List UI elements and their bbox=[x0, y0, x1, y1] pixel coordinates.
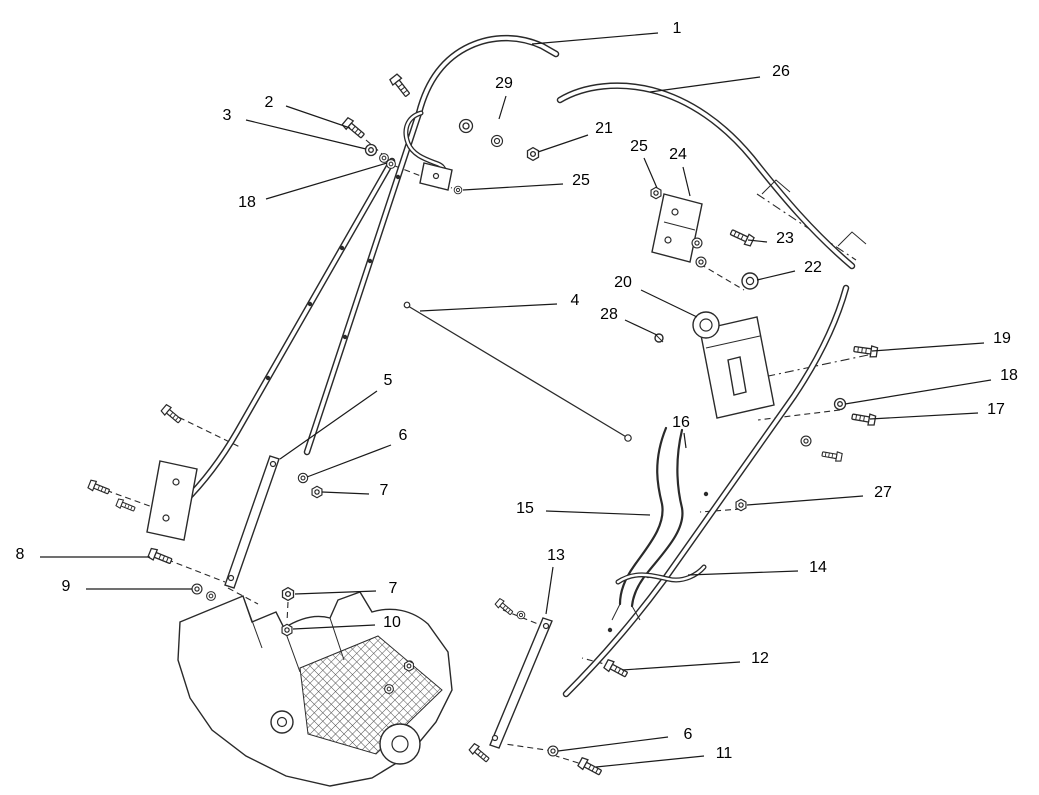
callout-9: 9 bbox=[62, 578, 71, 595]
callout-25b: 25 bbox=[572, 172, 590, 189]
nut-part-27 bbox=[735, 498, 747, 512]
break-marks bbox=[761, 179, 867, 247]
callout-7b: 7 bbox=[389, 580, 398, 597]
knob-part-22 bbox=[741, 272, 759, 290]
callout-labels: 1 26 29 2 3 21 25 24 18 25 23 22 20 4 28… bbox=[16, 20, 1018, 762]
callout-15: 15 bbox=[516, 500, 534, 517]
nut-part-d2 bbox=[404, 660, 414, 672]
callout-20: 20 bbox=[614, 274, 632, 291]
washer-part-d3 bbox=[384, 684, 394, 694]
bolt-part-l3 bbox=[160, 403, 184, 426]
callout-10: 10 bbox=[383, 614, 401, 631]
bolt-head-part-7b bbox=[281, 586, 295, 602]
callout-17: 17 bbox=[987, 401, 1005, 418]
washer-part-6a bbox=[297, 472, 309, 484]
callout-19: 19 bbox=[993, 330, 1011, 347]
nut-part-7a bbox=[311, 485, 323, 499]
locknut-part-21 bbox=[526, 146, 540, 162]
upper-bracket bbox=[651, 193, 703, 263]
bolt-part-23 bbox=[728, 226, 756, 248]
bolt-part-r2 bbox=[820, 448, 843, 463]
washer-part-r1 bbox=[800, 435, 812, 447]
washer-part-9a bbox=[191, 583, 203, 595]
nut-part-25a bbox=[650, 186, 662, 200]
bolt-part-2 bbox=[340, 116, 367, 141]
bolt-part-l1 bbox=[87, 478, 112, 497]
callout-1: 1 bbox=[673, 20, 682, 37]
callout-28: 28 bbox=[600, 306, 618, 323]
callout-6a: 6 bbox=[399, 427, 408, 444]
washer-part-m2 bbox=[516, 610, 526, 620]
callout-6b: 6 bbox=[684, 726, 693, 743]
washer-part-24a bbox=[691, 237, 703, 249]
callout-26: 26 bbox=[772, 63, 790, 80]
bushing-part-29b bbox=[490, 134, 504, 148]
bolt-part-m1 bbox=[494, 597, 515, 618]
callout-13: 13 bbox=[547, 547, 565, 564]
upper-handle-right-tube bbox=[560, 86, 852, 266]
handle-support-bracket-left bbox=[224, 455, 280, 589]
control-rod bbox=[403, 301, 632, 442]
washer-part-18b bbox=[833, 397, 847, 411]
bolt-part-12 bbox=[602, 658, 630, 681]
knob-part-20 bbox=[692, 311, 720, 339]
washer-part-3 bbox=[364, 143, 378, 157]
callout-22: 22 bbox=[804, 259, 822, 276]
washer-part-6b bbox=[547, 745, 559, 757]
callout-23: 23 bbox=[776, 230, 794, 247]
washer-part-24b bbox=[695, 256, 707, 268]
control-cables bbox=[611, 426, 684, 621]
callout-12: 12 bbox=[751, 650, 769, 667]
handle-mount-plate-left bbox=[146, 460, 198, 541]
callout-16: 16 bbox=[672, 414, 690, 431]
bushing-part-29a bbox=[458, 118, 474, 134]
bolt-part-d1 bbox=[468, 742, 492, 765]
washer-part-9b bbox=[206, 591, 216, 601]
callout-29: 29 bbox=[495, 75, 513, 92]
callout-14: 14 bbox=[809, 559, 827, 576]
callout-3: 3 bbox=[223, 107, 232, 124]
bolt-part-8 bbox=[146, 546, 174, 567]
bail-lever bbox=[406, 113, 453, 191]
height-lever-plate bbox=[699, 316, 775, 419]
callout-8: 8 bbox=[16, 546, 25, 563]
mower-deck bbox=[177, 591, 453, 787]
callout-7a: 7 bbox=[380, 482, 389, 499]
callout-18b: 18 bbox=[1000, 367, 1018, 384]
callout-24: 24 bbox=[669, 146, 687, 163]
callout-18a: 18 bbox=[238, 194, 256, 211]
callout-27: 27 bbox=[874, 484, 892, 501]
bolt-part bbox=[388, 72, 413, 100]
callout-11: 11 bbox=[716, 745, 733, 762]
callout-25a: 25 bbox=[630, 138, 648, 155]
washer-part-18 bbox=[386, 159, 396, 169]
callout-leader-lines bbox=[40, 32, 992, 768]
bolt-part-l2 bbox=[115, 497, 137, 514]
callout-4: 4 bbox=[571, 292, 580, 309]
handle-support-bracket-right bbox=[489, 617, 553, 749]
callout-5: 5 bbox=[384, 372, 393, 389]
lower-handle-left-tube bbox=[162, 161, 392, 522]
callout-21: 21 bbox=[595, 120, 613, 137]
ring-part-25b bbox=[453, 185, 463, 195]
callout-2: 2 bbox=[265, 94, 274, 111]
nut-part-10 bbox=[281, 623, 293, 637]
